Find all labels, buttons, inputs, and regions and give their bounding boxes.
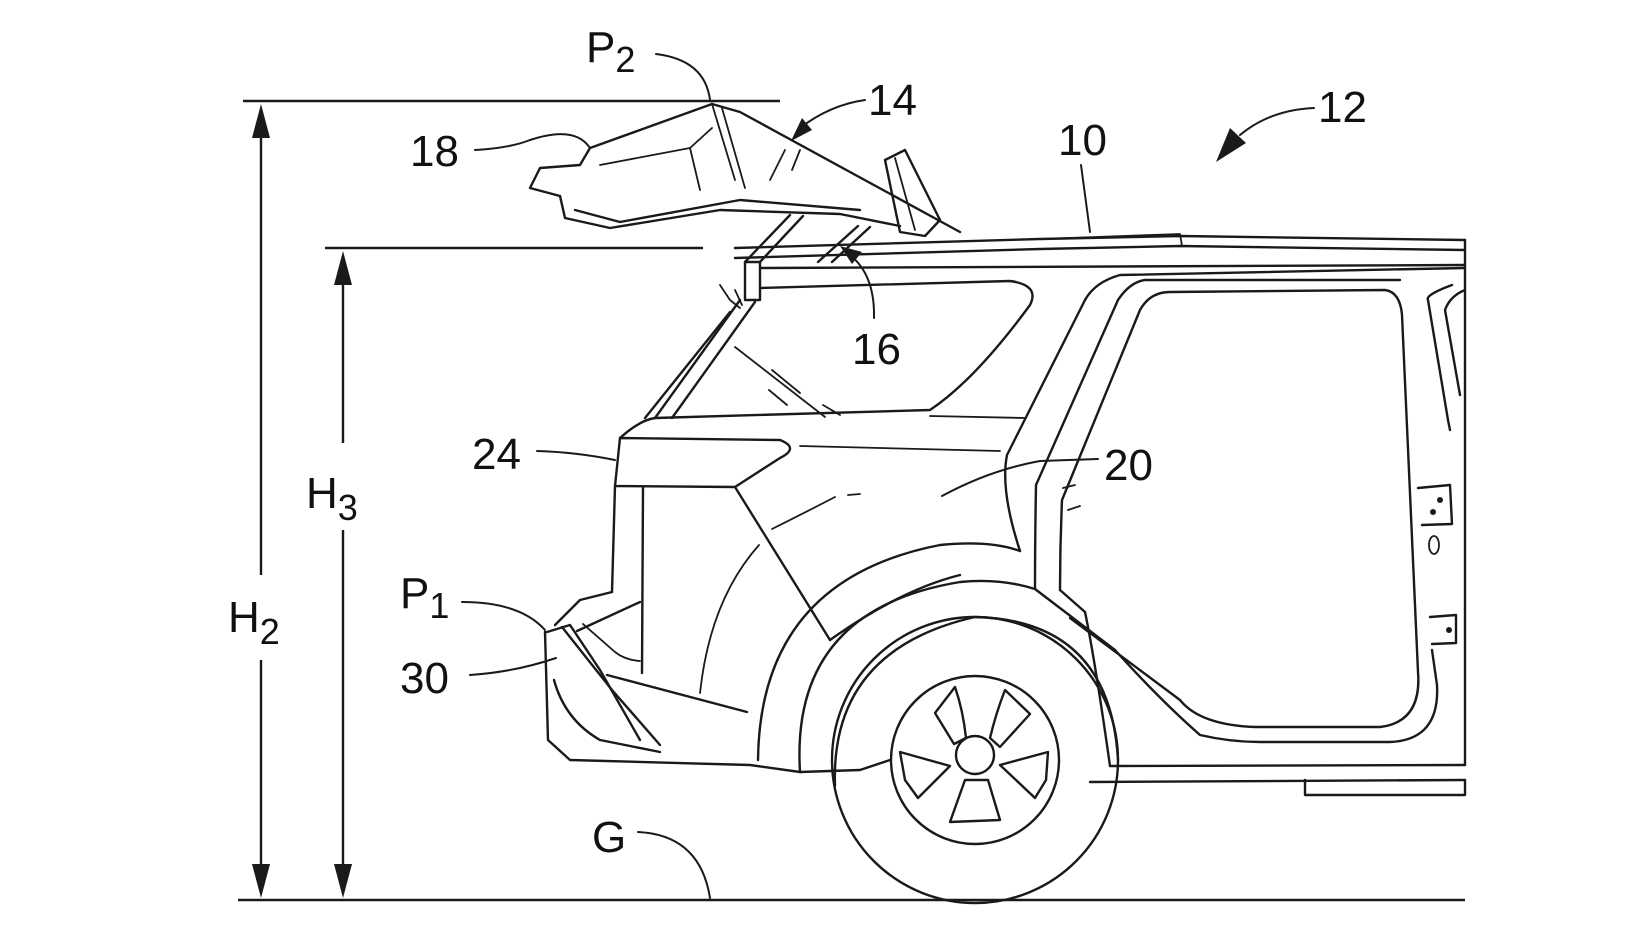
rim-spoke-window xyxy=(998,750,1050,800)
tire-outer xyxy=(830,615,1120,905)
rim-spoke-window xyxy=(988,688,1032,749)
p2-label-sub: 2 xyxy=(615,39,635,80)
p1-label-sub: 1 xyxy=(429,585,449,626)
ground-label: G xyxy=(592,813,626,862)
reference-20: 20 xyxy=(941,441,1153,497)
rim-spoke-window xyxy=(933,685,968,746)
reference-24: 24 xyxy=(472,430,616,479)
ref-14-label: 14 xyxy=(868,76,917,125)
h3-arrow-down-icon xyxy=(334,864,352,898)
ref-14-arrow-icon xyxy=(791,118,812,141)
p1-label-main: P xyxy=(400,569,429,618)
rim xyxy=(889,674,1061,846)
liftgate-open xyxy=(528,102,962,309)
dimension-h2: H2 xyxy=(228,99,780,898)
h2-label-main: H xyxy=(228,593,260,642)
ref-10-label: 10 xyxy=(1058,116,1107,165)
dimension-h3: H3 xyxy=(306,246,703,898)
ref-16-label: 16 xyxy=(852,325,901,374)
quarter-panel xyxy=(699,485,1037,774)
ref-18-leader-line xyxy=(474,133,591,151)
reference-10: 10 xyxy=(1058,116,1107,233)
h3-label-sub: 3 xyxy=(338,487,358,528)
rim-spoke-window xyxy=(898,750,952,800)
h2-arrow-up-icon xyxy=(252,104,270,138)
reference-14: 14 xyxy=(791,76,917,141)
ref-16-arrow-icon xyxy=(840,246,862,264)
wheel xyxy=(830,615,1120,905)
p2-label: P2 xyxy=(586,23,635,80)
rear-bumper xyxy=(543,590,802,774)
ref-18-label: 18 xyxy=(410,127,459,176)
p1-leader-line xyxy=(461,601,546,631)
ref-30-leader-line xyxy=(469,657,557,676)
h3-label-main: H xyxy=(306,469,338,518)
ref-14-leader-line xyxy=(799,99,866,129)
side-door-frame xyxy=(1004,266,1467,797)
h2-label: H2 xyxy=(228,593,280,652)
h2-label-sub: 2 xyxy=(260,611,280,652)
ref-12-arrow-icon xyxy=(1216,128,1246,162)
ref-24-label: 24 xyxy=(472,430,521,479)
rim-spoke-window xyxy=(948,778,1002,824)
ref-30-label: 30 xyxy=(400,654,449,703)
roof xyxy=(733,233,1467,282)
reference-p2: P2 xyxy=(586,23,711,101)
ref-20-label: 20 xyxy=(1104,441,1153,490)
h3-label: H3 xyxy=(306,469,358,528)
reference-ground: G xyxy=(592,813,711,899)
h2-arrow-down-icon xyxy=(252,864,270,898)
rear-window xyxy=(643,279,1034,452)
ref-24-leader-line xyxy=(536,450,616,461)
p2-label-main: P xyxy=(586,23,615,72)
ref-10-leader-line xyxy=(1080,164,1091,233)
reference-p1: P1 xyxy=(400,569,546,631)
reference-16: 16 xyxy=(840,246,901,374)
ref-20-leader-line xyxy=(941,458,1099,497)
b-pillar xyxy=(1416,278,1467,767)
hub xyxy=(954,734,996,776)
p1-label: P1 xyxy=(400,569,449,626)
ground-leader-line xyxy=(637,831,711,899)
ref-12-label: 12 xyxy=(1318,83,1367,132)
reference-12: 12 xyxy=(1216,83,1367,162)
reference-18: 18 xyxy=(410,127,591,176)
ref-12-leader-line xyxy=(1239,107,1315,136)
p2-leader-line xyxy=(655,53,711,101)
h3-arrow-up-icon xyxy=(334,251,352,285)
reference-30: 30 xyxy=(400,654,557,703)
tail-lamp xyxy=(610,416,792,675)
